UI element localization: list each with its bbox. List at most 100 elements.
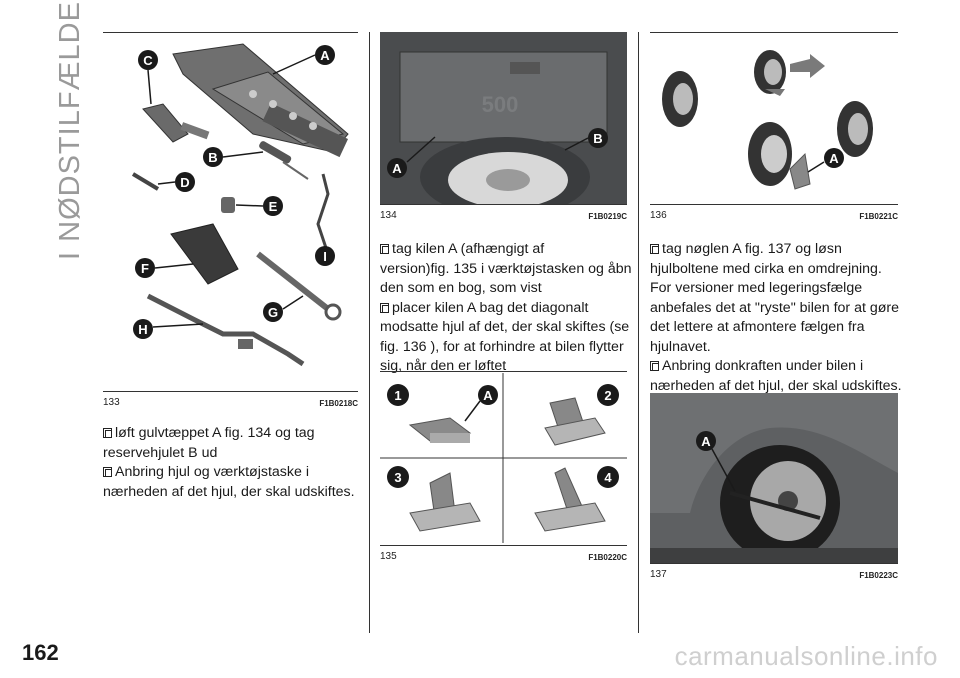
wedge-icon [170,223,239,285]
col1-instructions: løft gulvtæppet A fig. 134 og tag reserv… [103,424,363,502]
svg-text:G: G [268,305,278,320]
instruction-line: den som en bog, som vist [380,280,542,296]
callout-d: D [175,172,195,192]
figure-136-wheels: A [650,34,898,204]
caption-rule [380,204,627,205]
callout-a: A [824,148,844,168]
col3-instructions: tag nøglen A fig. 137 og løsn hjulbolten… [650,240,910,396]
callout-a: A [315,45,335,65]
instruction-step: Anbring donkraften under bilen i [650,357,910,377]
wheel-wrench-icon [729,491,821,520]
figure-number: 133 [103,397,120,408]
jack-icon [172,43,349,158]
svg-text:B: B [208,150,217,165]
svg-text:4: 4 [604,470,612,485]
checkbox-bullet-icon [103,467,112,477]
instruction-line: det lettere at afmontere fælgen fra [650,319,865,335]
instruction-step: placer kilen A bag det diagonalt [380,299,638,319]
wrench-icon [256,251,342,321]
instruction-line: modsatte hjul af det, der skal skiftes (… [380,319,630,335]
svg-text:A: A [829,151,839,166]
instruction-line: sig, når den er løftet [380,358,507,374]
section-title: I NØDSTILFÆLDE [53,0,86,260]
callout-b: B [588,128,608,148]
callout-i: I [315,246,335,266]
callout-f: F [135,258,155,278]
instruction-step: løft gulvtæppet A fig. 134 og tag [103,424,363,444]
svg-text:1: 1 [394,388,401,403]
caption-rule [650,563,898,564]
instruction-line: nærheden af det hjul, der skal udskiftes… [650,377,902,394]
checkbox-bullet-icon [380,302,389,313]
svg-text:B: B [593,131,602,146]
caption-rule [380,545,627,546]
checkbox-bullet-icon [380,244,389,254]
figure-top-rule [650,32,898,33]
callout-c: C [138,50,158,70]
figure-top-rule [103,32,358,33]
step-2-badge: 2 [597,384,619,406]
caption-rule [650,204,898,205]
step-1-badge: 1 [387,384,409,406]
figure-134-caption: 134 F1B0219C [380,210,627,221]
svg-text:F: F [141,261,149,276]
wheels-illustration: A [662,50,873,190]
figure-top-rule [380,371,627,372]
arrow-icon [790,54,825,78]
trunk-illustration: 500 A B [380,32,627,204]
svg-text:E: E [269,199,278,214]
figure-137-caption: 137 F1B0223C [650,569,898,580]
tow-eye-icon [142,103,210,143]
svg-text:H: H [138,322,147,337]
column-divider [369,32,370,633]
callout-a: A [478,385,498,405]
instruction-line: version)fig. 135 i værktøjstasken og åbn [380,260,632,277]
step-4-badge: 4 [597,466,619,488]
figure-133-caption: 133 F1B0218C [103,394,358,408]
instruction-line: hjulnavet. [650,338,711,355]
tools-illustration: C A B D E I F G H [131,43,349,367]
figure-133-tools: C A B D E I F G H [103,34,358,387]
instruction-line: anbefales det at "ryste" bilen for at gø… [650,299,900,316]
wheel-nut-illustration: A [650,393,898,563]
figure-code: F1B0218C [319,399,358,408]
jack-handle-icon [146,293,305,367]
screwdriver-icon [259,141,309,180]
socket-icon [221,197,235,213]
figure-135-wedge-steps: 1 A 2 3 4 [380,373,627,543]
watermark: carmanualsonline.info [674,641,938,671]
instruction-line: nærheden af det hjul, der skal udskiftes… [103,483,355,500]
svg-text:2: 2 [604,388,611,403]
svg-text:3: 3 [394,470,401,485]
instruction-step: tag nøglen A fig. 137 og løsn [650,240,910,260]
instruction-line: reservehjulet B ud [103,444,218,461]
callout-h: H [133,319,153,339]
instruction-line: For versioner med legeringsfælge [650,280,863,296]
instruction-step: Anbring hjul og værktøjstaske i [103,463,363,483]
svg-text:I: I [323,249,327,264]
wedge-steps-illustration: 1 A 2 3 4 [380,373,627,543]
svg-text:500: 500 [482,92,519,117]
bar-icon [131,172,160,191]
callout-a: A [696,431,716,451]
figure-136-caption: 136 F1B0221C [650,210,898,221]
checkbox-bullet-icon [650,361,659,371]
step-3-badge: 3 [387,466,409,488]
svg-text:D: D [180,175,189,190]
figure-135-caption: 135 F1B0220C [380,551,627,562]
crank-icon [316,173,330,255]
svg-text:A: A [392,161,402,176]
svg-text:A: A [483,388,493,403]
callout-b: B [203,147,223,167]
instruction-step: tag kilen A (afhængigt af [380,240,638,260]
col2-instructions: tag kilen A (afhængigt af version)fig. 1… [380,240,638,377]
callout-a: A [387,158,407,178]
caption-rule [103,391,358,392]
instruction-line: fig. 136 ), for at forhindre at bilen fl… [380,338,624,355]
callout-g: G [263,302,283,322]
svg-text:A: A [320,48,330,63]
svg-text:C: C [143,53,153,68]
callout-e: E [263,196,283,216]
checkbox-bullet-icon [650,244,659,254]
checkbox-bullet-icon [103,428,112,438]
